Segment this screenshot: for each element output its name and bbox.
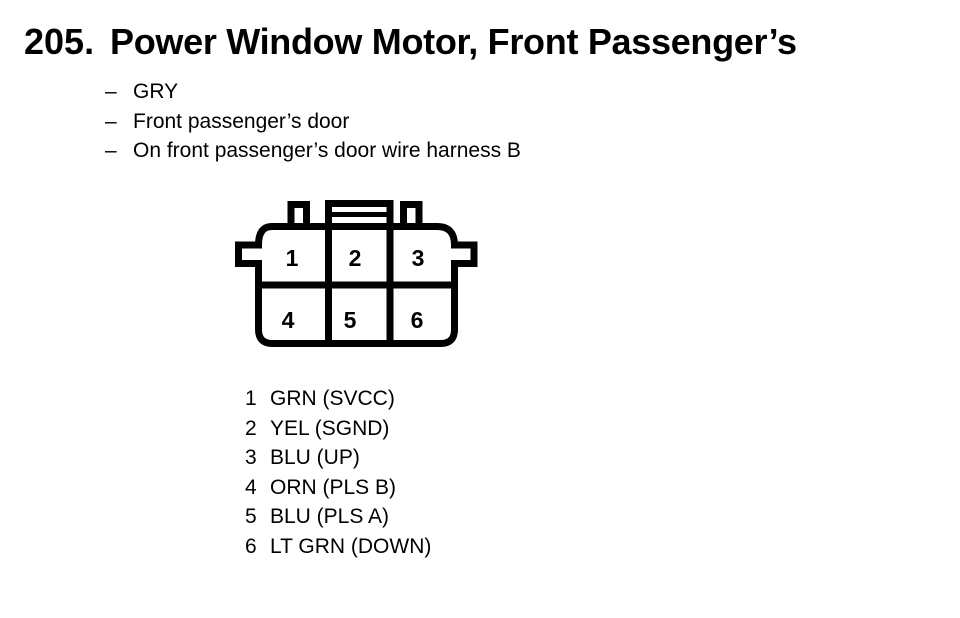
cavity-number-5: 5 <box>344 307 357 333</box>
pin-wire-label: BLU (PLS A) <box>270 505 390 529</box>
pin-number: 1 <box>245 387 257 410</box>
cavity-number-1: 1 <box>286 245 299 271</box>
section-number: 205. <box>24 21 95 62</box>
pin-row-3: 3 BLU (UP) <box>245 443 431 473</box>
pin-wire-label: BLU (UP) <box>270 446 360 470</box>
pin-row-4: 4 ORN (PLS B) <box>245 473 431 503</box>
pin-wire-label: LT GRN (DOWN) <box>270 534 432 558</box>
pin-wire-label: ORN (PLS B) <box>270 475 397 499</box>
pin-row-1: 1 GRN (SVCC) <box>245 384 431 414</box>
cavity-number-4: 4 <box>282 307 295 333</box>
detail-line-harness: –On front passenger’s door wire harness … <box>105 136 521 166</box>
pin-row-5: 5 BLU (PLS A) <box>245 502 431 532</box>
pin-wire-label: GRN (SVCC) <box>270 387 395 410</box>
connector-grid-lines <box>258 226 455 344</box>
detail-text-location: Front passenger’s door <box>133 109 350 133</box>
detail-line-location: –Front passenger’s door <box>105 107 521 137</box>
pin-row-6: 6 LT GRN (DOWN) <box>245 532 431 562</box>
connector-diagram: 1 2 3 4 5 6 <box>235 200 478 347</box>
pin-number: 2 <box>245 416 257 440</box>
connector-details-list: –GRY –Front passenger’s door –On front p… <box>105 77 521 166</box>
cavity-number-3: 3 <box>412 245 425 271</box>
dash-bullet: – <box>105 80 117 103</box>
detail-line-color: –GRY <box>105 77 521 107</box>
pinout-list: 1 GRN (SVCC) 2 YEL (SGND) 3 BLU (UP) 4 ORN (… <box>245 384 431 562</box>
pin-number: 4 <box>245 475 257 499</box>
connector-top-tab-left <box>287 201 310 227</box>
page-title: Power Window Motor, Front Passenger’s <box>110 21 797 62</box>
pin-number: 5 <box>245 505 257 529</box>
dash-bullet: – <box>105 139 117 162</box>
pin-number: 6 <box>245 534 257 558</box>
connector-top-tab-right <box>400 201 423 227</box>
detail-text-harness: On front passenger’s door wire harness B <box>133 139 521 162</box>
detail-text-color: GRY <box>133 80 179 103</box>
pin-number: 3 <box>245 446 257 470</box>
pin-row-2: 2 YEL (SGND) <box>245 414 431 444</box>
pin-wire-label: YEL (SGND) <box>270 416 390 440</box>
cavity-number-6: 6 <box>411 307 424 333</box>
cavity-number-2: 2 <box>349 245 362 271</box>
dash-bullet: – <box>105 109 117 133</box>
